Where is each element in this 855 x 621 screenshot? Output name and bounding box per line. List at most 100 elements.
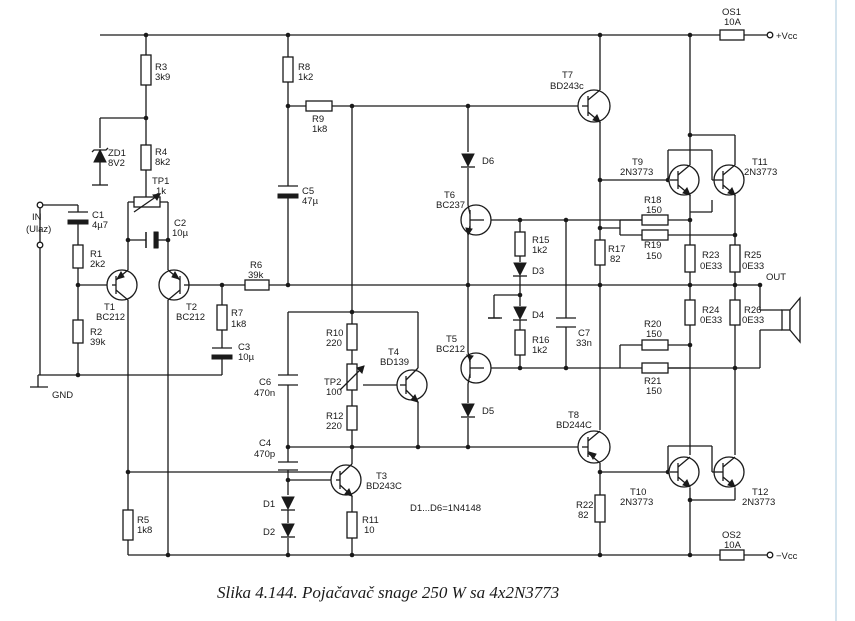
- label-t1-value: BC212: [96, 312, 125, 323]
- label-r18-name: R18: [644, 195, 661, 206]
- label-t11-value: 2N3773: [744, 167, 777, 178]
- resistor-r12: [346, 405, 358, 431]
- label-c5-name: C5: [302, 186, 314, 197]
- label-t7-value: BD243c: [550, 81, 584, 92]
- diodes: [91, 147, 527, 538]
- label-r16-value: 1k2: [532, 345, 547, 356]
- transistor-t8: [577, 430, 611, 464]
- resistor-r15: [514, 231, 526, 257]
- resistor-r20: [641, 339, 669, 351]
- speaker-icon: [781, 296, 801, 344]
- label-r18-value: 150: [646, 205, 662, 216]
- capacitor-c7: [556, 317, 576, 330]
- label-tp2-value: 100: [326, 387, 342, 398]
- label-t4-name: T4: [388, 347, 399, 358]
- label-t2-name: T2: [186, 302, 197, 313]
- resistor-r25: [729, 244, 741, 273]
- potentiometer-tp1: [133, 193, 161, 213]
- label-c4-name: C4: [259, 438, 271, 449]
- capacitors: [67, 185, 576, 471]
- resistor-r8: [282, 56, 294, 83]
- label-c6-name: C6: [259, 377, 271, 388]
- label-d1-name: D1: [263, 499, 275, 510]
- label-os2-name: OS2: [722, 530, 741, 541]
- label-r26-value: 0E33: [742, 315, 764, 326]
- diode-d2: [281, 523, 295, 538]
- label-r12-value: 220: [326, 421, 342, 432]
- resistor-r26: [729, 299, 741, 326]
- figure-caption: Slika 4.144. Pojačavač snage 250 W sa 4x…: [217, 583, 559, 602]
- label-r6-name: R6: [250, 260, 262, 271]
- capacitor-c6: [278, 374, 298, 388]
- label-r10-name: R10: [326, 328, 343, 339]
- label-r7-value: 1k8: [231, 319, 246, 330]
- resistor-r19: [641, 229, 669, 241]
- label-t3-name: T3: [376, 471, 387, 482]
- label-r3-name: R3: [155, 62, 167, 73]
- label-zd1-value: 8V2: [108, 158, 125, 169]
- transistor-t11: [712, 164, 745, 196]
- label-r4-value: 8k2: [155, 157, 170, 168]
- resistor-r7: [216, 304, 228, 331]
- label-r12-name: R12: [326, 411, 343, 422]
- vcc-pos-terminal: [766, 31, 774, 39]
- label-t5-value: BC212: [436, 344, 465, 355]
- label-t1-name: T1: [104, 302, 115, 313]
- label-r19-name: R19: [644, 240, 661, 251]
- label-diode-note: D1...D6=1N4148: [410, 503, 481, 514]
- label-os1-name: OS1: [722, 7, 741, 18]
- label-r21-name: R21: [644, 376, 661, 387]
- transistor-t6: [460, 204, 492, 237]
- label-r5-value: 1k8: [137, 525, 152, 536]
- label-d3-name: D3: [532, 266, 544, 277]
- label-r11-value: 10: [364, 525, 375, 536]
- wires: [38, 34, 782, 556]
- label-t8-value: BD244C: [556, 420, 592, 431]
- resistor-r16: [514, 329, 526, 356]
- resistor-r22: [594, 494, 606, 523]
- resistor-r4: [140, 144, 152, 171]
- resistor-r6: [244, 279, 270, 291]
- potentiometers: [133, 193, 365, 391]
- diode-d5: [461, 403, 475, 418]
- label-t2-value: BC212: [176, 312, 205, 323]
- label-tp1-name: TP1: [152, 176, 169, 187]
- resistor-r10: [346, 323, 358, 351]
- transistor-t1: [106, 269, 138, 301]
- label-r21-value: 150: [646, 386, 662, 397]
- label-c5-value: 47µ: [302, 196, 319, 207]
- label-t6-value: BC237: [436, 200, 465, 211]
- label-r2-name: R2: [90, 327, 102, 338]
- diode-d1: [281, 496, 295, 523]
- transistor-t9: [668, 164, 700, 196]
- label-r1-name: R1: [90, 249, 102, 260]
- transistor-t3: [330, 463, 362, 497]
- diode-d3: [513, 262, 527, 277]
- label-r6-value: 39k: [248, 270, 264, 281]
- label-c4-value: 470p: [254, 449, 275, 460]
- label-c2-value: 10µ: [172, 228, 189, 239]
- label-t12-value: 2N3773: [742, 497, 775, 508]
- label-tp2-name: TP2: [324, 377, 341, 388]
- label-r9-name: R9: [312, 114, 324, 125]
- input-ground-terminal: [36, 241, 44, 249]
- junctions: [75, 32, 763, 558]
- label-t5-name: T5: [446, 334, 457, 345]
- label-r19-value: 150: [646, 251, 662, 262]
- label-c7-value: 33n: [576, 338, 592, 349]
- resistor-r9: [305, 100, 333, 112]
- label-t4-value: BD139: [380, 357, 409, 368]
- label-t7-name: T7: [562, 70, 573, 81]
- label-r20-value: 150: [646, 329, 662, 340]
- label-c2-name: C2: [174, 218, 186, 229]
- label-t9-value: 2N3773: [620, 167, 653, 178]
- label-c3-name: C3: [238, 342, 250, 353]
- label-r15-value: 1k2: [532, 245, 547, 256]
- fuse-os2: [719, 549, 745, 561]
- label-r26-name: R26: [744, 305, 761, 316]
- label-r9-value: 1k8: [312, 124, 327, 135]
- label-t10-value: 2N3773: [620, 497, 653, 508]
- resistor-r11: [346, 511, 358, 539]
